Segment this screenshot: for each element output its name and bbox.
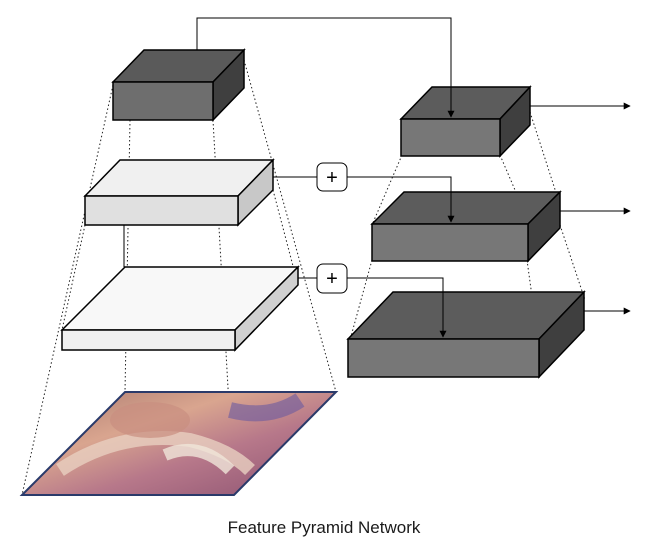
- top-down-arrow-3: [347, 277, 447, 338]
- bottom-up-level-1: [60, 265, 300, 352]
- bottom-up-level-2: [83, 158, 275, 227]
- top-down-level-3: [399, 85, 532, 158]
- bottom-up-level-3: [111, 48, 246, 122]
- plus-symbol: +: [326, 167, 338, 189]
- plus-node-2: +: [316, 263, 348, 294]
- input-image: [19, 391, 339, 496]
- diagram-caption: Feature Pyramid Network: [227, 518, 421, 537]
- top-down-level-1: [346, 290, 586, 379]
- top-down-level-2: [370, 190, 562, 263]
- top-down-arrow-2: [347, 176, 455, 223]
- top-down-arrow-1: [196, 17, 455, 118]
- plus-node-1: +: [316, 162, 348, 192]
- plus-symbol: +: [326, 268, 338, 290]
